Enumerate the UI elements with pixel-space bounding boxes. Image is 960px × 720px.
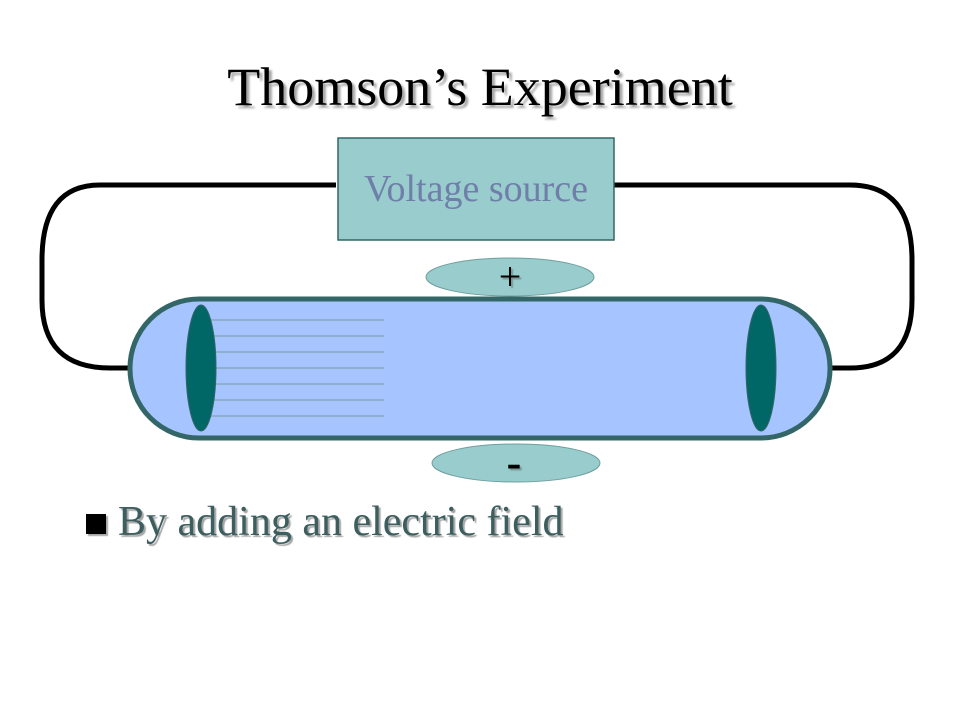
electron-beam-lines: [196, 319, 384, 417]
slide-title: Thomson’s Experiment: [227, 57, 733, 117]
bullet-text: By adding an electric field: [118, 499, 564, 545]
square-bullet-icon: [86, 514, 106, 534]
left-wire: [39, 182, 336, 371]
cathode-ray-tube: [127, 296, 833, 441]
voltage-source-box: [337, 137, 615, 241]
cathode-electrode: [185, 304, 217, 432]
bullet-item: By adding an electric field: [86, 498, 564, 546]
right-wire: [614, 182, 915, 371]
anode-electrode: [745, 304, 777, 432]
positive-plate: [425, 257, 595, 297]
negative-plate: [431, 443, 601, 483]
